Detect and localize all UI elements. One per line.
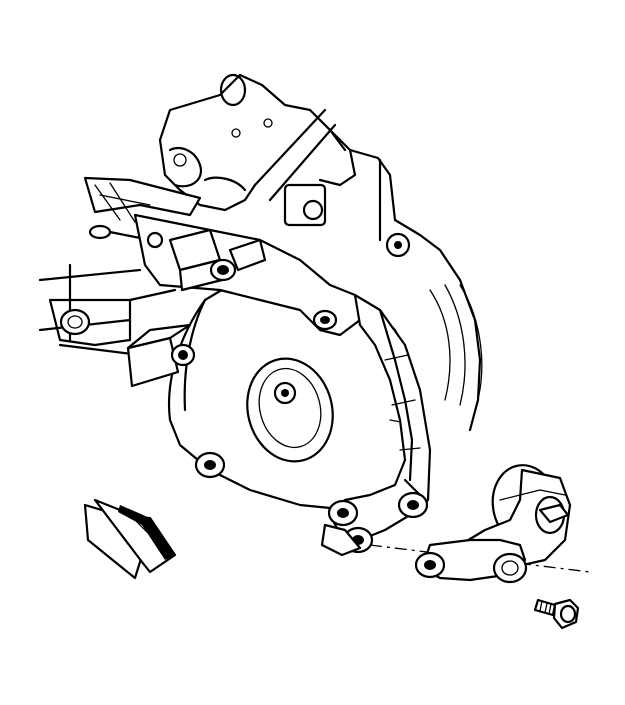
engine-mount [414, 464, 572, 584]
front-indicator-arrow [83, 498, 177, 580]
bracket-bolt-upper [209, 238, 267, 282]
timing-cover [168, 280, 424, 512]
engine-block [38, 73, 483, 432]
mount-bracket [126, 213, 432, 557]
mount-bolt [533, 598, 580, 630]
